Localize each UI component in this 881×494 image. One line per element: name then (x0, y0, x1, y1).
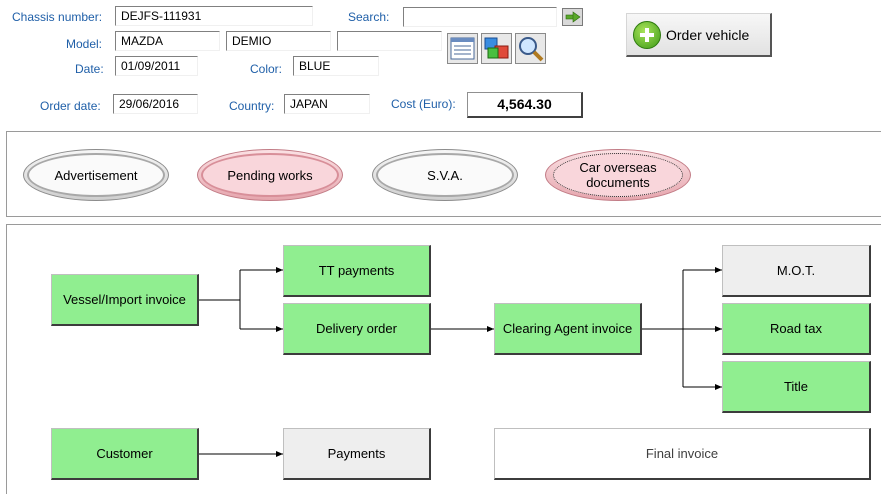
order-date-field[interactable]: 29/06/2016 (113, 94, 198, 114)
model-make-field[interactable]: MAZDA (115, 31, 220, 51)
tab-sva[interactable]: S.V.A. (372, 149, 518, 201)
date-label: Date: (75, 62, 104, 76)
country-field[interactable]: JAPAN (284, 94, 370, 114)
order-vehicle-label: Order vehicle (666, 26, 750, 43)
flow-panel (6, 224, 881, 494)
tab-label: Pending works (201, 153, 339, 197)
final-invoice-box[interactable]: Final invoice (494, 428, 871, 480)
title-box[interactable]: Title (722, 361, 871, 413)
cost-label: Cost (Euro): (391, 97, 456, 111)
list-view-button[interactable] (447, 33, 478, 64)
search-button[interactable] (515, 33, 546, 64)
country-label: Country: (229, 99, 275, 113)
windows-button[interactable] (481, 33, 512, 64)
plus-icon (633, 20, 661, 49)
vessel-import-invoice-box[interactable]: Vessel/Import invoice (51, 274, 199, 326)
model-label: Model: (66, 37, 103, 51)
mot-box[interactable]: M.O.T. (722, 245, 871, 297)
road-tax-box[interactable]: Road tax (722, 303, 871, 355)
customer-box[interactable]: Customer (51, 428, 199, 480)
list-icon (450, 37, 475, 60)
delivery-order-box[interactable]: Delivery order (283, 303, 431, 355)
tab-pending-works[interactable]: Pending works (197, 149, 343, 201)
chassis-label: Chassis number: (12, 10, 103, 24)
search-input[interactable] (403, 7, 557, 27)
clearing-agent-invoice-box[interactable]: Clearing Agent invoice (494, 303, 642, 355)
tab-label: Advertisement (27, 153, 165, 197)
tt-payments-box[interactable]: TT payments (283, 245, 431, 297)
order-vehicle-button[interactable]: Order vehicle (626, 13, 772, 57)
chassis-field[interactable]: DEJFS-111931 (115, 6, 313, 26)
search-go-button[interactable] (562, 8, 583, 26)
date-field[interactable]: 01/09/2011 (115, 56, 198, 76)
tab-car-overseas-documents[interactable]: Car overseas documents (545, 149, 691, 201)
color-label: Color: (250, 62, 283, 76)
magnifier-icon (519, 37, 544, 62)
tab-label: Car overseas documents (553, 153, 683, 197)
arrow-right-icon (565, 11, 581, 23)
search-label: Search: (348, 10, 390, 24)
payments-box[interactable]: Payments (283, 428, 431, 480)
model-extra-field[interactable] (337, 31, 442, 51)
order-date-label: Order date: (40, 99, 101, 113)
cost-value: 4,564.30 (467, 92, 583, 118)
model-name-field[interactable]: DEMIO (226, 31, 331, 51)
tabs-panel (6, 131, 881, 217)
windows-icon (484, 37, 509, 59)
tab-label: S.V.A. (376, 153, 514, 197)
color-field[interactable]: BLUE (293, 56, 379, 76)
tab-advertisement[interactable]: Advertisement (23, 149, 169, 201)
